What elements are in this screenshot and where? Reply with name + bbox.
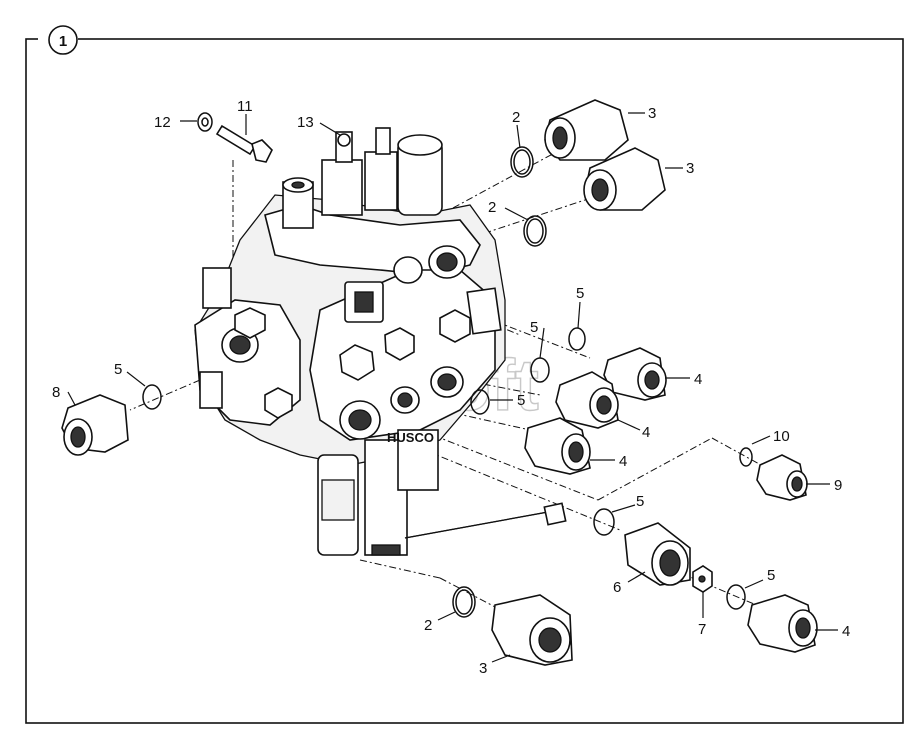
brand-label: HUSCO: [387, 430, 434, 445]
callout-4-upper: 4: [694, 371, 702, 388]
callout-5-f: 5: [767, 567, 775, 584]
adapter-4-lower: [524, 417, 591, 475]
callout-10: 10: [773, 428, 790, 445]
adapter-3-lower: [491, 594, 573, 666]
callout-7: 7: [698, 621, 706, 638]
callout-4-lower: 4: [619, 453, 627, 470]
leader-lines: [67, 112, 838, 663]
callout-5-c: 5: [517, 392, 525, 409]
callout-5-a: 5: [576, 285, 584, 302]
adapter-4-upper: [603, 347, 667, 401]
control-valve-body: HUSCO: [194, 127, 567, 556]
adapter-3-upper: [544, 99, 629, 161]
adapter-9: [756, 454, 808, 501]
callout-4-middle: 4: [642, 424, 650, 441]
callout-5-d: 5: [114, 361, 122, 378]
adapter-3-middle: [583, 147, 666, 211]
bolt-11: [215, 124, 273, 163]
o-ring-5-c: [470, 389, 490, 415]
callout-8: 8: [52, 384, 60, 401]
o-ring-10: [739, 447, 753, 467]
hex-nut-7: [692, 565, 713, 593]
o-ring-5-e: [593, 508, 615, 536]
adapter-4-middle: [555, 371, 619, 429]
callout-5-e: 5: [636, 493, 644, 510]
callout-4-right: 4: [842, 623, 850, 640]
callout-9: 9: [834, 477, 842, 494]
o-ring-2-lower: [452, 586, 476, 618]
callout-labels: 12 11 13 2 3 2 3 5 5 4 5 4 4 8 5 10 9 5 …: [52, 98, 850, 677]
callout-6: 6: [613, 579, 621, 596]
callout-13: 13: [297, 114, 314, 131]
o-ring-2-upper: [510, 146, 534, 178]
adapter-4-right: [747, 594, 818, 653]
o-ring-5-d: [142, 384, 162, 410]
adapter-8: [61, 394, 129, 456]
o-ring-5-f: [726, 584, 746, 610]
callout-2-middle: 2: [488, 199, 496, 216]
callout-3-upper: 3: [648, 105, 656, 122]
o-ring-2-middle: [523, 215, 547, 247]
callout-11: 11: [237, 98, 253, 115]
diagram-frame: [25, 38, 904, 724]
callout-5-b: 5: [530, 319, 538, 336]
callout-3-lower: 3: [479, 660, 487, 677]
callout-3-middle: 3: [686, 160, 694, 177]
callout-2-upper: 2: [512, 109, 520, 126]
coupling-6: [624, 522, 691, 586]
washer-12: [197, 112, 213, 132]
callout-2-lower: 2: [424, 617, 432, 634]
figure-badge: 1: [59, 33, 67, 50]
figure-badge-circle: [48, 25, 78, 55]
o-ring-5-a: [568, 327, 586, 351]
callout-12: 12: [154, 114, 171, 131]
